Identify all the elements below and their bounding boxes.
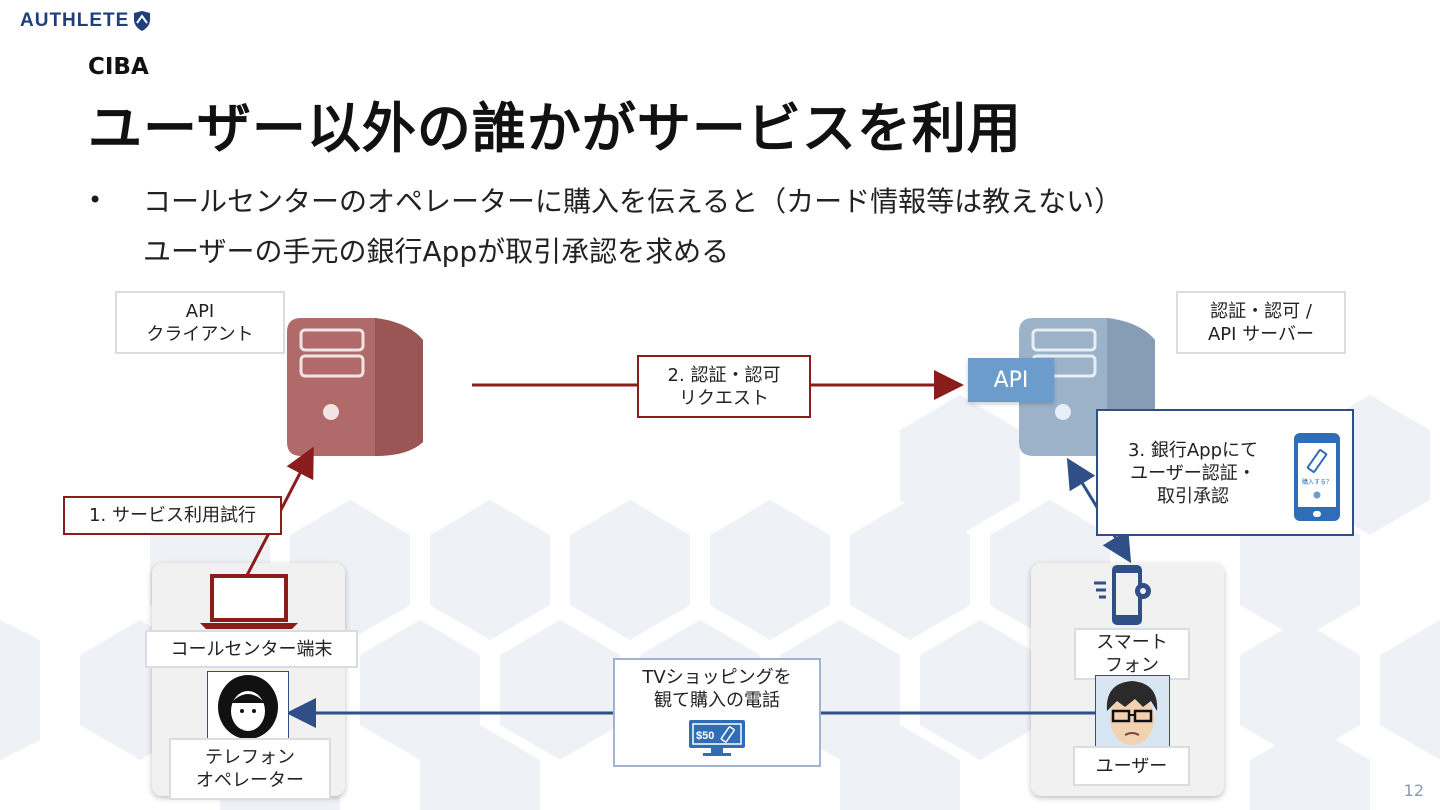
api-client-line-1: API [185, 300, 215, 322]
phone-screen-text: 購入する？ [1301, 479, 1332, 486]
bullet-marker: • [88, 186, 103, 214]
smartphone-line-2: フォン [1105, 655, 1159, 676]
step3-line-2: ユーザー認証・ [1130, 463, 1256, 484]
telephone-operator-line-2: オペレーター [196, 770, 304, 791]
user-label: ユーザー [1073, 746, 1190, 786]
tv-price-text: $50 [696, 730, 714, 742]
telephone-operator-line-1: テレフォン [205, 747, 295, 768]
auth-server-line-1: 認証・認可 / [1210, 300, 1312, 322]
auth-server-label: 認証・認可 / API サーバー [1176, 291, 1346, 354]
step3-line-1: 3. 銀行Appにて [1127, 440, 1259, 461]
smartphone-label: スマート フォン [1074, 628, 1190, 680]
step1-label: 1. サービス利用試行 [63, 496, 282, 535]
logo-text: AUTHLETE [20, 10, 130, 31]
slide-title: ユーザー以外の誰かがサービスを利用 [88, 97, 1022, 160]
step2-line-2: リクエスト [679, 387, 769, 409]
laptop-icon [200, 574, 298, 629]
step3-line-3: 取引承認 [1157, 486, 1229, 507]
fingerprint-icon [1313, 491, 1321, 499]
step1-text: 1. サービス利用試行 [89, 505, 256, 526]
bullet-text-line-2: ユーザーの手元の銀行Appが取引承認を求める [143, 235, 730, 268]
tv-icon: $50 [689, 720, 745, 756]
tv-shopping-line-2: 観て購入の電話 [654, 690, 780, 711]
call-center-terminal-label: コールセンター端末 [145, 630, 358, 668]
bank-app-phone: 購入する？ [1294, 433, 1340, 521]
step3-label: 3. 銀行Appにて ユーザー認証・ 取引承認 購入する？ [1096, 409, 1354, 536]
api-client-line-2: クライアント [146, 323, 254, 345]
step2-line-1: 2. 認証・認可 [667, 364, 781, 386]
client-server-icon [287, 318, 423, 456]
shield-icon [134, 11, 151, 31]
step2-label: 2. 認証・認可 リクエスト [637, 355, 811, 418]
user-avatar-icon [1095, 675, 1170, 750]
tv-shopping-line-1: TVショッピングを [642, 667, 792, 688]
api-tag: API [968, 358, 1054, 402]
bullet-text-line-1: コールセンターのオペレーターに購入を伝えると（カード情報等は教えない） [143, 185, 1123, 218]
api-client-label: API クライアント [115, 291, 285, 354]
card-icon [1306, 449, 1328, 473]
telephone-operator-label: テレフォン オペレーター [169, 738, 331, 800]
page-number: 12 [1403, 781, 1424, 800]
smartphone-line-1: スマート [1096, 632, 1168, 653]
tv-shopping-label: TVショッピングを 観て購入の電話 $50 [613, 658, 821, 767]
smartphone-settings-icon [1094, 565, 1151, 625]
slide-subtitle: CIBA [88, 54, 149, 80]
call-center-terminal-text: コールセンター端末 [170, 638, 333, 660]
authlete-logo: AUTHLETE [20, 8, 151, 34]
operator-avatar-icon [207, 671, 289, 743]
user-label-text: ユーザー [1095, 755, 1168, 777]
auth-server-line-2: API サーバー [1207, 323, 1315, 345]
